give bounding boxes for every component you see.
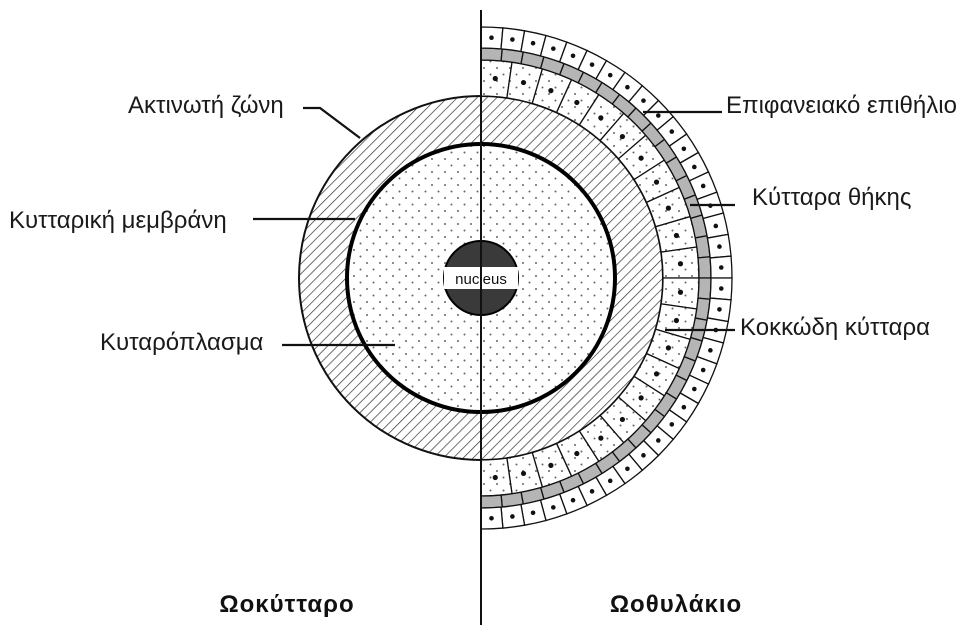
epithelium-nucleus bbox=[701, 368, 706, 373]
epithelium-nucleus bbox=[608, 73, 613, 78]
granulosa-nucleus bbox=[654, 180, 659, 185]
epithelium-nucleus bbox=[682, 405, 687, 410]
granulosa-nucleus bbox=[548, 463, 553, 468]
granulosa-nucleus bbox=[639, 156, 644, 161]
epithelium-nucleus bbox=[551, 505, 556, 510]
follicle-cell bbox=[698, 257, 711, 278]
follicle-cell bbox=[481, 495, 502, 508]
epithelium-nucleus bbox=[590, 489, 595, 494]
granulosa-nucleus bbox=[674, 233, 679, 238]
granulosa-nucleus bbox=[620, 134, 625, 139]
epithelium-nucleus bbox=[590, 62, 595, 67]
granulosa-nucleus bbox=[598, 436, 603, 441]
label-membrane: Κυτταρική μεμβράνη bbox=[9, 207, 227, 234]
epithelium-nucleus bbox=[571, 498, 576, 503]
epithelium-nucleus bbox=[641, 98, 646, 103]
epithelium-nucleus bbox=[692, 165, 697, 170]
granulosa-nucleus bbox=[666, 345, 671, 350]
epithelium-nucleus bbox=[713, 224, 718, 229]
epithelium-nucleus bbox=[531, 41, 536, 46]
epithelium-nucleus bbox=[489, 35, 494, 40]
granulosa-nucleus bbox=[639, 395, 644, 400]
epithelium-nucleus bbox=[608, 479, 613, 484]
granulosa-nucleus bbox=[493, 475, 498, 480]
granulosa-nucleus bbox=[493, 76, 498, 81]
label-zona: Ακτινωτή ζώνη bbox=[128, 92, 284, 119]
granulosa-nucleus bbox=[521, 471, 526, 476]
epithelium-nucleus bbox=[531, 510, 536, 515]
epithelium-nucleus bbox=[701, 184, 706, 189]
epithelium-nucleus bbox=[641, 453, 646, 458]
epithelium-nucleus bbox=[670, 422, 675, 427]
epithelium-nucleus bbox=[719, 286, 724, 291]
epithelium-nucleus bbox=[717, 307, 722, 312]
epithelium-nucleus bbox=[719, 265, 724, 270]
granulosa-nucleus bbox=[654, 371, 659, 376]
granulosa-nucleus bbox=[598, 115, 603, 120]
label-theca-cells: Κύτταρα θήκης bbox=[752, 184, 911, 211]
epithelium-nucleus bbox=[682, 146, 687, 151]
epithelium-nucleus bbox=[670, 129, 675, 134]
epithelium-nucleus bbox=[708, 348, 713, 353]
granulosa-nucleus bbox=[674, 318, 679, 323]
epithelium-nucleus bbox=[489, 516, 494, 521]
granulosa-nucleus bbox=[521, 80, 526, 85]
epithelium-nucleus bbox=[510, 514, 515, 519]
granulosa-nucleus bbox=[574, 451, 579, 456]
epithelium-nucleus bbox=[717, 244, 722, 249]
epithelium-nucleus bbox=[625, 467, 630, 472]
epithelium-nucleus bbox=[510, 37, 515, 42]
epithelium-nucleus bbox=[625, 85, 630, 90]
granulosa-nucleus bbox=[678, 261, 683, 266]
title-follicle: Ωοθυλάκιο bbox=[610, 591, 742, 618]
label-cytoplasm: Κυταρόπλασμα bbox=[100, 329, 264, 356]
title-oocyte: Ωοκύτταρο bbox=[219, 591, 354, 618]
epithelium-nucleus bbox=[656, 438, 661, 443]
epithelium-nucleus bbox=[656, 113, 661, 118]
granulosa-nucleus bbox=[678, 290, 683, 295]
epithelium-nucleus bbox=[551, 46, 556, 51]
granulosa-nucleus bbox=[548, 88, 553, 93]
granulosa-nucleus bbox=[620, 417, 625, 422]
epithelium-nucleus bbox=[571, 54, 576, 59]
follicle-cell bbox=[698, 278, 711, 299]
epithelium-nucleus bbox=[692, 387, 697, 392]
label-granulosa-cells: Κοκκώδη κύτταρα bbox=[740, 314, 930, 341]
granulosa-nucleus bbox=[574, 100, 579, 105]
follicle-cell bbox=[481, 48, 502, 61]
leader-zona bbox=[303, 108, 360, 138]
granulosa-nucleus bbox=[666, 206, 671, 211]
label-surface-epithelium: Επιφανειακό επιθήλιο bbox=[726, 92, 957, 119]
